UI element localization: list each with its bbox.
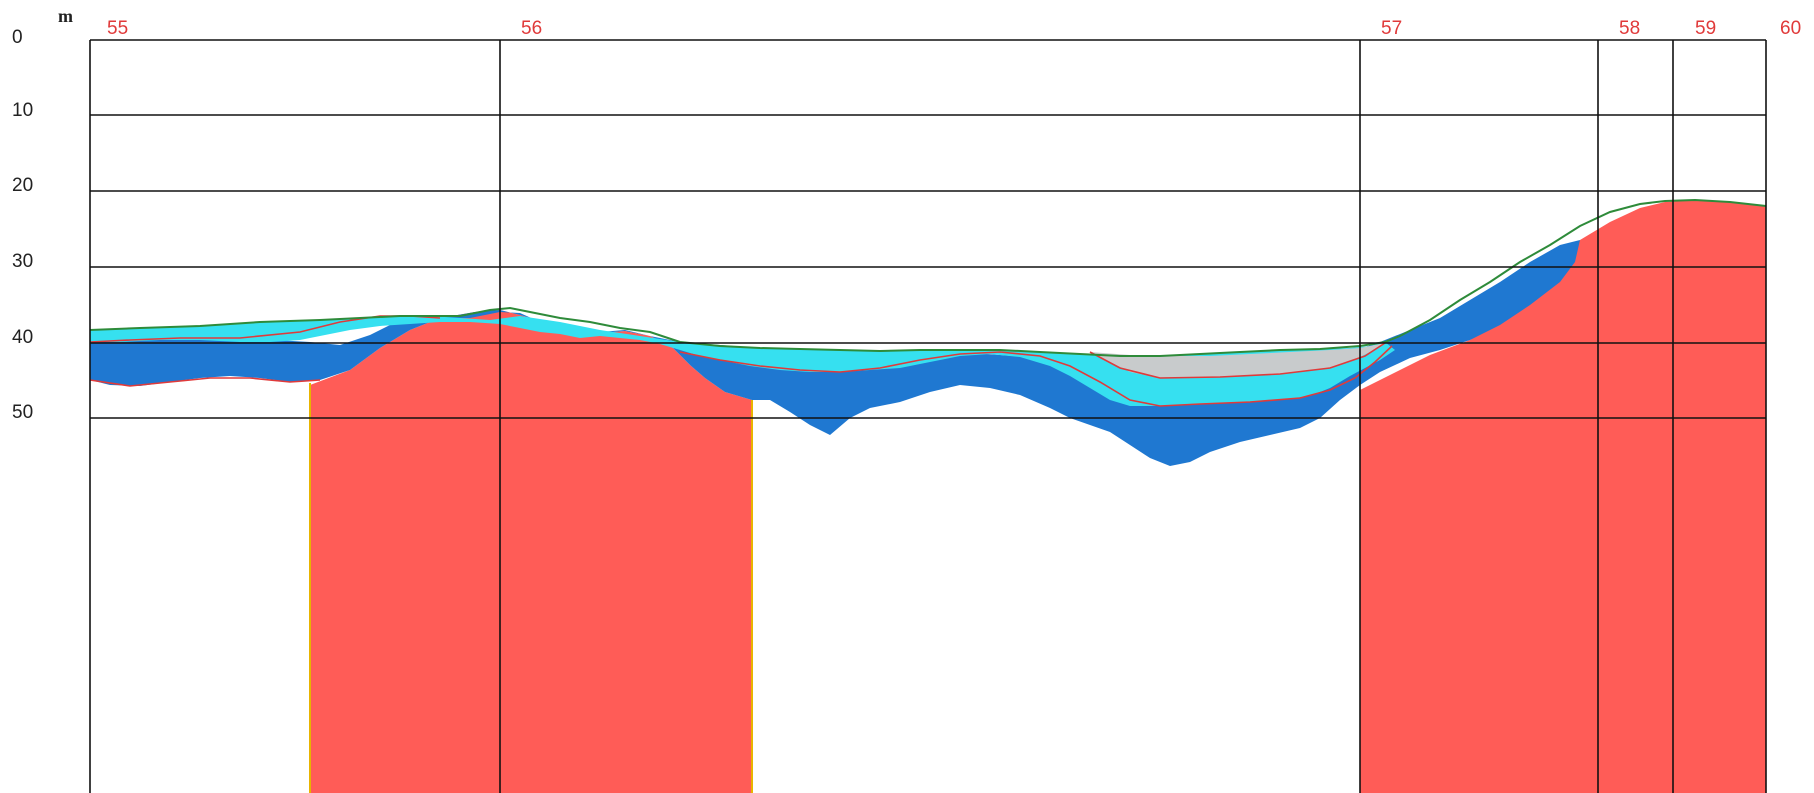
- depth-axis: 0 10 20 30 40 50: [12, 27, 33, 423]
- boundary-line-lower: [89, 377, 321, 387]
- grid: [89, 39, 1767, 793]
- depth-label-0: 0: [12, 27, 23, 48]
- depth-unit-label: m: [58, 6, 73, 26]
- grey-sediment-lens: [1090, 343, 1385, 378]
- upper-sediment-layer: [90, 316, 1395, 406]
- bedrock-layer: [309, 200, 1766, 793]
- station-label-60: 60: [1780, 18, 1801, 39]
- station-labels: 55 56 57 58 59 60: [107, 18, 1801, 39]
- depth-label-50: 50: [12, 402, 33, 423]
- station-label-56: 56: [521, 18, 542, 39]
- depth-label-30: 30: [12, 251, 33, 272]
- bedrock-right-block: [1360, 200, 1766, 793]
- station-label-55: 55: [107, 18, 128, 39]
- station-label-57: 57: [1381, 18, 1402, 39]
- ground-surface-line: [89, 198, 1767, 357]
- depth-label-10: 10: [12, 100, 33, 121]
- bedrock-left-block: [310, 310, 752, 793]
- station-label-59: 59: [1695, 18, 1716, 39]
- boundary-line-middle: [679, 345, 1393, 407]
- station-label-58: 58: [1619, 18, 1640, 39]
- depth-label-20: 20: [12, 175, 33, 196]
- boundary-line-grey-lens: [1089, 342, 1386, 379]
- depth-label-40: 40: [12, 327, 33, 348]
